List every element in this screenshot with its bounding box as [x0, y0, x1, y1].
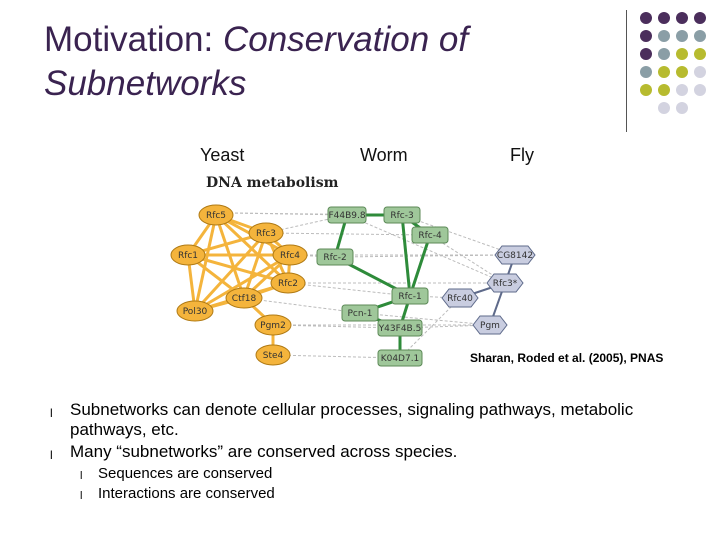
- node-rfc3-star: Rfc3*: [486, 273, 524, 293]
- decor-dot-grid: [640, 12, 706, 114]
- decor-divider: [626, 10, 627, 132]
- node-rfc-3: Rfc-3: [383, 206, 421, 224]
- dot-row-3: [640, 48, 706, 60]
- node-rfc-1: Rfc-1: [391, 287, 429, 305]
- node-ctf18: Ctf18: [225, 287, 263, 309]
- svg-text:Rfc-3: Rfc-3: [390, 211, 413, 221]
- node-pcn-1: Pcn-1: [341, 304, 379, 322]
- node-f44b9-8: F44B9.8: [327, 206, 367, 224]
- svg-text:Rfc-4: Rfc-4: [418, 231, 442, 241]
- svg-text:Rfc4: Rfc4: [280, 251, 300, 261]
- dot-row-1: [640, 12, 706, 24]
- node-rfc4: Rfc4: [272, 244, 308, 266]
- citation: Sharan, Roded et al. (2005), PNAS: [470, 351, 664, 365]
- svg-text:Ctf18: Ctf18: [232, 294, 257, 304]
- bullet-item: Many “subnetworks” are conserved across …: [50, 442, 698, 465]
- svg-text:Rfc1: Rfc1: [178, 251, 198, 261]
- node-rfc-4: Rfc-4: [411, 226, 449, 244]
- node-y43f4b-5: Y43F4B.5: [377, 319, 423, 337]
- svg-text:K04D7.1: K04D7.1: [381, 354, 420, 364]
- svg-text:Rfc-1: Rfc-1: [398, 292, 421, 302]
- label-worm: Worm: [360, 145, 408, 165]
- slide-title: Motivation: Conservation of Subnetworks: [44, 18, 604, 106]
- svg-text:Y43F4B.5: Y43F4B.5: [378, 324, 422, 334]
- svg-text:Ste4: Ste4: [263, 351, 284, 361]
- svg-text:Rfc5: Rfc5: [206, 211, 226, 221]
- svg-text:Rfc-2: Rfc-2: [323, 253, 346, 263]
- network-diagram: DNA metabolism: [170, 175, 536, 367]
- node-rfc2: Rfc2: [270, 272, 306, 294]
- node-rfc3: Rfc3: [248, 222, 284, 244]
- label-fly: Fly: [510, 145, 534, 165]
- node-pgm2: Pgm2: [254, 314, 292, 336]
- node-ste4: Ste4: [255, 344, 291, 366]
- dot-row-4: [640, 66, 706, 78]
- bullet-list: Subnetworks can denote cellular processe…: [50, 400, 698, 506]
- svg-text:Pol30: Pol30: [183, 307, 208, 317]
- node-pgm: Pgm: [472, 315, 508, 335]
- node-rfc5: Rfc5: [198, 204, 234, 226]
- svg-text:Pgm2: Pgm2: [260, 321, 286, 331]
- sub-bullet-item: Sequences are conserved: [58, 464, 698, 486]
- dot-row-2: [640, 30, 706, 42]
- label-yeast: Yeast: [200, 145, 245, 165]
- svg-text:CG8142: CG8142: [497, 251, 533, 261]
- sub-bullet-text: Sequences are conserved: [98, 465, 273, 482]
- network-header: DNA metabolism: [206, 175, 339, 191]
- svg-text:Rfc3: Rfc3: [256, 229, 276, 239]
- svg-text:Pgm: Pgm: [480, 321, 500, 331]
- dot-row-6: [658, 102, 688, 114]
- title-part1: Motivation:: [44, 20, 223, 59]
- svg-text:F44B9.8: F44B9.8: [328, 211, 365, 221]
- bullet-text: Subnetworks can denote cellular processe…: [70, 400, 634, 439]
- svg-text:Rfc40: Rfc40: [447, 294, 473, 304]
- bullet-item: Subnetworks can denote cellular processe…: [50, 400, 698, 440]
- node-cg8142: CG8142: [494, 245, 536, 265]
- sub-bullet-text: Interactions are conserved: [98, 485, 275, 502]
- node-pol30: Pol30: [176, 300, 214, 322]
- svg-text:Rfc2: Rfc2: [278, 279, 298, 289]
- node-rfc40: Rfc40: [441, 288, 479, 308]
- dot-row-5: [640, 84, 706, 96]
- svg-text:Pcn-1: Pcn-1: [347, 309, 372, 319]
- title-part2: Conservation of Subnetworks: [44, 20, 469, 103]
- node-rfc1: Rfc1: [170, 244, 206, 266]
- node-k04d7-1: K04D7.1: [377, 349, 423, 367]
- node-rfc-2: Rfc-2: [316, 248, 354, 266]
- bullet-text: Many “subnetworks” are conserved across …: [70, 442, 458, 461]
- sub-bullet-item: Interactions are conserved: [58, 484, 698, 506]
- svg-text:Rfc3*: Rfc3*: [493, 279, 518, 289]
